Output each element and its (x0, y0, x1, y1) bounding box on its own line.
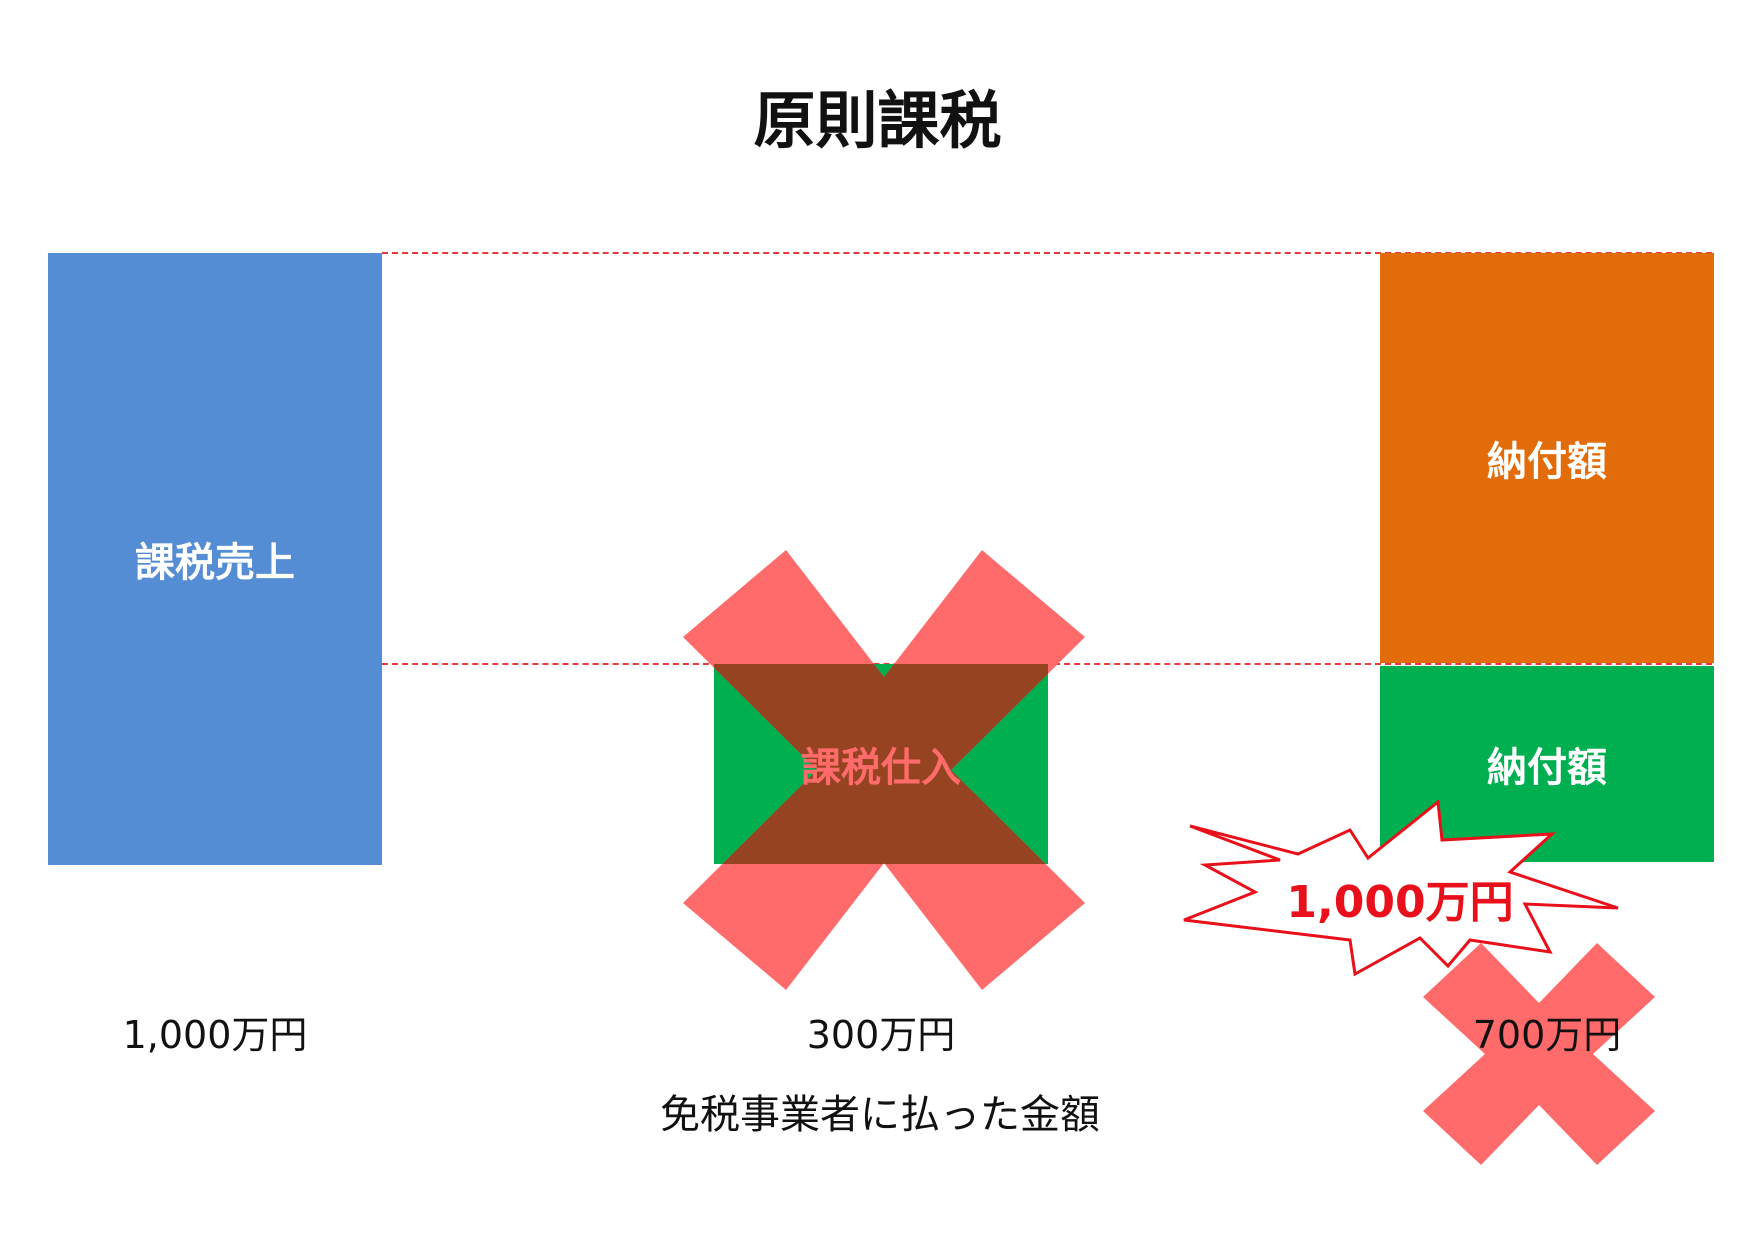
purchase-amount: 300万円 (806, 1013, 956, 1057)
page-title: 原則課税 (753, 84, 1002, 157)
overlap-shade (714, 664, 1048, 864)
payment-top-label: 納付額 (1487, 439, 1607, 485)
burst-amount-label: 1,000万円 (1286, 877, 1514, 928)
payment-bottom-label: 納付額 (1487, 745, 1607, 791)
cross-mark-payment-icon (1423, 943, 1655, 1165)
taxable-sales-block: 課税売上 (48, 253, 382, 865)
taxable-sales-label: 課税売上 (135, 540, 295, 586)
sales-amount: 1,000万円 (122, 1013, 308, 1057)
top-guide-line (382, 252, 1712, 254)
taxable-purchase-label: 課税仕入 (801, 745, 961, 791)
burst-callout-icon (1183, 800, 1619, 977)
purchase-note: 免税事業者に払った金額 (660, 1092, 1100, 1138)
payment-top-block: 納付額 (1380, 253, 1714, 663)
payment-amount: 700万円 (1472, 1013, 1622, 1057)
taxable-purchase-label-wrap: 課税仕入 (714, 664, 1048, 864)
